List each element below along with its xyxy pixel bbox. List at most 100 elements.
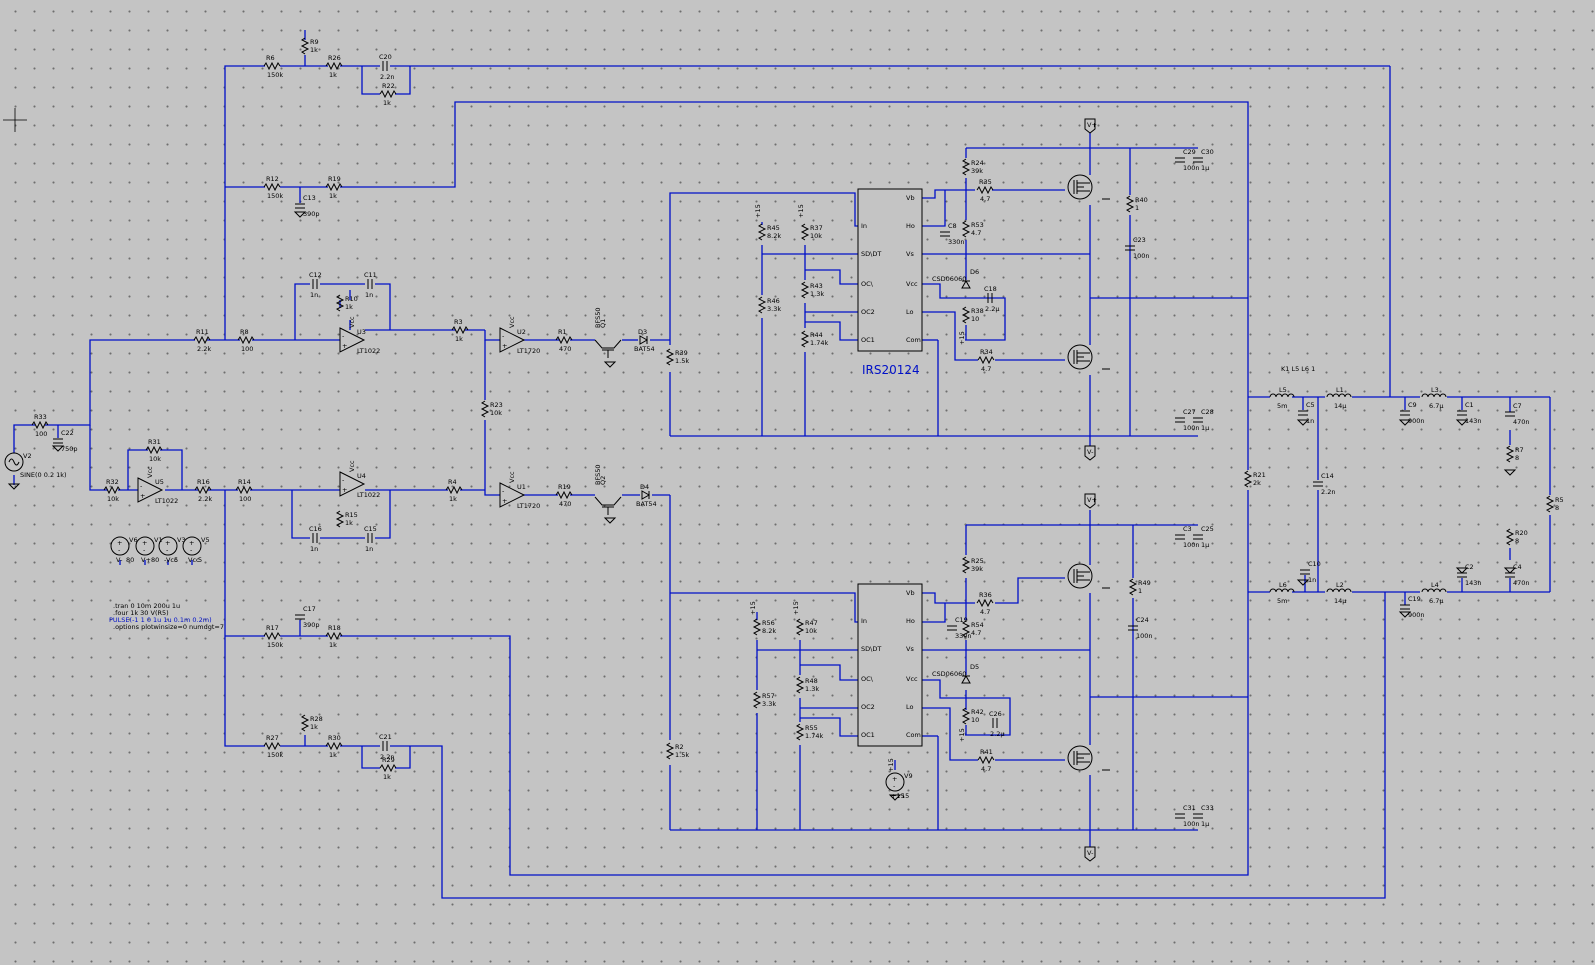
diode-d4[interactable] (641, 490, 651, 500)
capacitor-c21[interactable] (382, 741, 388, 751)
capacitor-c22[interactable] (53, 438, 63, 444)
capacitor-c8[interactable] (940, 231, 950, 237)
capacitor-c30[interactable] (1193, 157, 1203, 163)
capacitor-c25[interactable] (1193, 534, 1203, 540)
inductor-l1[interactable] (1326, 393, 1352, 398)
resistor-r41[interactable] (977, 755, 995, 765)
capacitor-c19[interactable] (947, 625, 957, 631)
resistor-r39[interactable] (665, 348, 675, 366)
resistor-r21[interactable] (1243, 470, 1253, 488)
resistor-r22[interactable] (379, 89, 397, 99)
capacitor-c13[interactable] (295, 203, 305, 209)
inductor-l3[interactable] (1421, 393, 1447, 398)
inductor-l6[interactable] (1269, 588, 1295, 593)
resistor-r34[interactable] (977, 355, 995, 365)
capacitor-c29[interactable] (1175, 157, 1185, 163)
mosfet-4[interactable] (1067, 745, 1110, 771)
capacitor-c28[interactable] (1193, 417, 1203, 423)
capacitor-c24[interactable] (1128, 625, 1138, 631)
resistor-r35[interactable] (976, 185, 994, 195)
opamp-u1[interactable] (499, 482, 526, 508)
capacitor-c17[interactable] (295, 614, 305, 620)
resistor-r30[interactable] (325, 741, 343, 751)
resistor-r16[interactable] (194, 485, 212, 495)
capacitor-c31[interactable] (1175, 813, 1185, 819)
capacitor-c5[interactable] (1298, 410, 1308, 416)
diode-d3[interactable] (639, 335, 649, 345)
opamp-u2[interactable] (499, 327, 526, 353)
diode-d5[interactable] (961, 674, 971, 684)
capacitor-c10[interactable] (1300, 569, 1310, 575)
capacitor-c23[interactable] (1125, 245, 1135, 251)
transistor-q2[interactable] (594, 496, 622, 515)
resistor-r37[interactable] (800, 223, 810, 241)
resistor-r28[interactable] (300, 714, 310, 732)
resistor-r32[interactable] (103, 485, 121, 495)
resistor-r44[interactable] (800, 330, 810, 348)
resistor-r8[interactable] (237, 335, 255, 345)
capacitor-c19[interactable] (1400, 604, 1410, 610)
capacitor-c14[interactable] (1313, 481, 1323, 487)
resistor-r14[interactable] (235, 485, 253, 495)
rail-flag-4[interactable] (1084, 846, 1096, 862)
rail-flag-3[interactable] (1084, 493, 1096, 509)
resistor-r29[interactable] (379, 763, 397, 773)
directive-pulse[interactable]: PULSE(-1 1 0 1u 1u 0.1m 0.2m) (109, 616, 212, 624)
source-value-v2[interactable]: SINE(0 0.2 1k) (20, 471, 67, 479)
resistor-r57[interactable] (752, 691, 762, 709)
directive-tran[interactable]: .tran 0 10m 200u 1u (113, 602, 180, 610)
transistor-q1[interactable] (594, 339, 622, 358)
resistor-r31[interactable] (145, 445, 163, 455)
resistor-r56[interactable] (752, 618, 762, 636)
resistor-r19[interactable] (555, 490, 573, 500)
resistor-r12[interactable] (263, 182, 281, 192)
capacitor-c12[interactable] (312, 279, 318, 289)
resistor-r46[interactable] (757, 296, 767, 314)
resistor-r4[interactable] (445, 485, 463, 495)
resistor-r40[interactable] (1125, 195, 1135, 213)
mosfet-1[interactable] (1067, 174, 1110, 200)
resistor-r25[interactable] (961, 556, 971, 574)
irs20124-driver-bottom[interactable] (857, 583, 923, 747)
voltage-source-v3[interactable]: +- (158, 536, 178, 556)
capacitor-c9[interactable] (1400, 410, 1410, 416)
capacitor-c27[interactable] (1175, 417, 1185, 423)
resistor-r49[interactable] (1128, 578, 1138, 596)
diode-d6[interactable] (961, 279, 971, 289)
resistor-r54[interactable] (961, 620, 971, 638)
voltage-source-v6[interactable]: +- (110, 536, 130, 556)
inductor-l4[interactable] (1421, 588, 1447, 593)
resistor-r36[interactable] (976, 598, 994, 608)
resistor-r53[interactable] (961, 220, 971, 238)
resistor-r7[interactable] (1505, 445, 1515, 463)
resistor-r27[interactable] (263, 741, 281, 751)
resistor-r26[interactable] (325, 61, 343, 71)
voltage-source-v5[interactable]: +- (182, 536, 202, 556)
resistor-r17[interactable] (263, 631, 281, 641)
resistor-r48[interactable] (795, 676, 805, 694)
opamp-u4[interactable] (339, 471, 366, 497)
resistor-r43[interactable] (800, 281, 810, 299)
resistor-r33[interactable] (31, 420, 49, 430)
voltage-source-v2[interactable] (4, 452, 24, 472)
inductor-l5[interactable] (1269, 393, 1295, 398)
resistor-r9[interactable] (300, 37, 310, 55)
capacitor-c11[interactable] (367, 279, 373, 289)
capacitor-c3[interactable] (1175, 534, 1185, 540)
directive-options[interactable]: .options plotwinsize=0 numdgt=7 (113, 623, 224, 631)
resistor-r19[interactable] (325, 182, 343, 192)
irs20124-driver-top[interactable] (857, 188, 923, 352)
capacitor-c33[interactable] (1193, 813, 1203, 819)
resistor-r5[interactable] (1545, 495, 1555, 513)
spice-directives[interactable]: .tran 0 10m 200u 1u .four 1k 30 V(R5) PU… (20, 365, 1315, 631)
resistor-r47[interactable] (795, 618, 805, 636)
mosfet-3[interactable] (1067, 563, 1110, 589)
resistor-r6[interactable] (263, 61, 281, 71)
capacitor-c7[interactable] (1505, 411, 1515, 417)
directive-four[interactable]: .four 1k 30 V(R5) (113, 609, 169, 617)
capacitor-c1[interactable] (1457, 410, 1467, 416)
resistor-r15[interactable] (335, 510, 345, 528)
resistor-r24[interactable] (961, 158, 971, 176)
rail-flag-2[interactable] (1084, 445, 1096, 461)
